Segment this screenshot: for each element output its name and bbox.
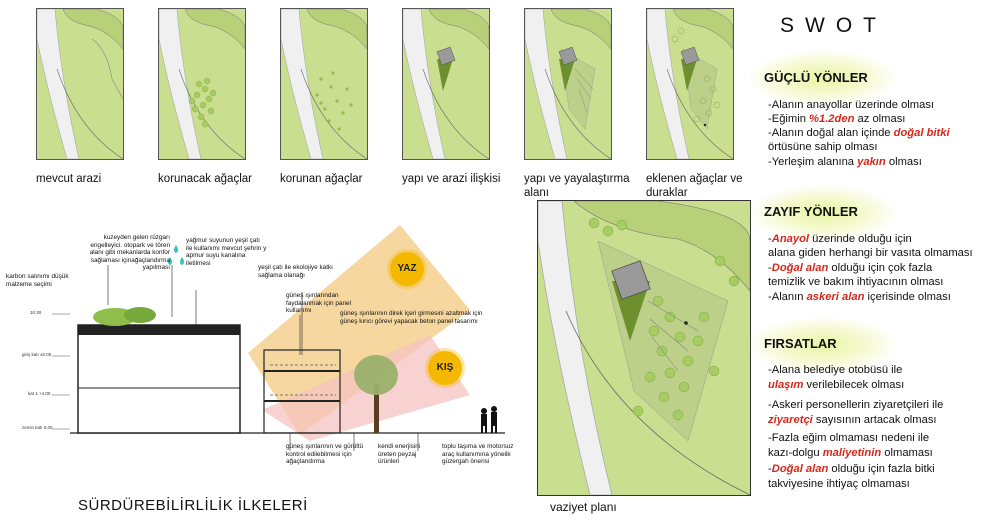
terrain-map	[525, 9, 611, 159]
section-title: SÜRDÜREBİLİRLİLİK İLKELERİ	[78, 497, 308, 514]
weaknesses-header: ZAYIF YÖNLER	[764, 204, 858, 219]
note-wind: kuzeyden gelen rüzgarı engelleyici. otop…	[89, 234, 170, 272]
weakness-line: -Alanın askeri alan içerisinde olması	[768, 291, 951, 303]
caption-building-land-relation: yapı ve arazi ilişkisi	[402, 173, 501, 185]
strength-line: örtüsüne sahip olması	[768, 141, 878, 153]
opportunity-line: -Askeri personellerin ziyaretçileri ile	[768, 399, 944, 411]
note-landscape: kendi enerjisini üreten peyzaj ürünleri	[378, 443, 421, 466]
note-rain: yağmur suyunun yeşil çatı ile kullanımı …	[186, 237, 267, 267]
opportunity-line: kazı-dolgu maliyetinin olmaması	[768, 447, 933, 459]
caption-added-trees-stops: eklenen ağaçlar ve duraklar	[646, 173, 743, 199]
site-plan-map	[537, 200, 751, 496]
water-drop-icon	[168, 245, 184, 265]
opportunities-header: FIRSATLAR	[764, 336, 837, 351]
badge-summer: YAZ	[390, 252, 424, 286]
thumbnail-building-pedestrian	[524, 8, 612, 160]
site-plan-caption: vaziyet planı	[550, 500, 617, 514]
strength-line: -Yerleşim alanına yakın olması	[768, 156, 922, 168]
thumbnail-existing-land	[36, 8, 124, 160]
strengths-header: GÜÇLÜ YÖNLER	[764, 70, 868, 85]
strength-line: -Eğimin %1.2den az olması	[768, 113, 906, 125]
badge-winter: KIŞ	[428, 351, 462, 385]
caption-existing-land: mevcut arazi	[36, 173, 102, 185]
pedestrians-icon	[481, 406, 497, 433]
building-section	[77, 324, 241, 434]
note-carbon: karbon salınımı düşük malzeme seçimi	[6, 273, 69, 288]
weakness-line: -Doğal alan olduğu için çok fazla	[768, 262, 933, 274]
opportunity-line: ulaşım verilebilecek olması	[768, 379, 905, 391]
terrain-map	[281, 9, 367, 159]
level-label: giriş katı ±0.00	[22, 352, 52, 357]
weakness-line: temizlik ve bakım ihtiyacının olması	[768, 276, 944, 288]
opportunity-line: takviyesine ihtiyaç olmaması	[768, 478, 910, 490]
note-shading: güneş ışınlarının direk içeri girmesini …	[340, 310, 483, 325]
opportunity-line: -Alana belediye otobüsü ile	[768, 364, 903, 376]
thumbnail-protected-trees	[280, 8, 368, 160]
opportunity-line: ziyaretçi sayısının artacak olması	[768, 414, 937, 426]
header-glow	[748, 185, 898, 241]
header-glow	[748, 50, 898, 106]
thumbnail-added-trees-stops	[646, 8, 734, 160]
terrain-map	[159, 9, 245, 159]
site-plan-drawing	[538, 201, 750, 495]
terrain-map	[403, 9, 489, 159]
note-solar: güneş ışınlarından faydalanmak için pane…	[286, 292, 352, 315]
level-label: kat 1 +4.00	[28, 391, 51, 396]
note-green-roof: yeşil çatı ile ekolojiye katkı sağlama o…	[258, 264, 333, 279]
header-glow	[748, 317, 898, 373]
thumbnail-trees-to-protect	[158, 8, 246, 160]
opportunity-line: -Doğal alan olduğu için fazla bitki	[768, 463, 935, 475]
terrain-map	[647, 9, 733, 159]
swot-title: SWOT	[780, 14, 887, 37]
strength-line: -Alanın anayollar üzerinde olması	[768, 99, 935, 111]
opportunity-line: -Fazla eğim olmaması nedeni ile	[768, 432, 930, 444]
level-label: 10.30	[30, 310, 42, 315]
weakness-line: -Anayol üzerinde olduğu için	[768, 233, 912, 245]
caption-protected-trees: korunan ağaçlar	[280, 173, 363, 185]
note-transit: toplu taşıma ve motorsuz araç kullanımın…	[442, 443, 514, 466]
note-trees: güneş ışınlarının ve gürültü kontrol edi…	[286, 443, 364, 466]
level-label: zemin katı 0.00	[22, 425, 53, 430]
strength-line: -Alanın doğal alan içinde doğal bitki	[768, 127, 950, 139]
weakness-line: alana giden herhangi bir vasıta olmaması	[768, 247, 973, 259]
terrain-map	[37, 9, 123, 159]
thumbnail-building-land-relation	[402, 8, 490, 160]
caption-trees-to-protect: korunacak ağaçlar	[158, 173, 252, 185]
caption-building-pedestrian: yapı ve yayalaştırma alanı	[524, 173, 630, 199]
